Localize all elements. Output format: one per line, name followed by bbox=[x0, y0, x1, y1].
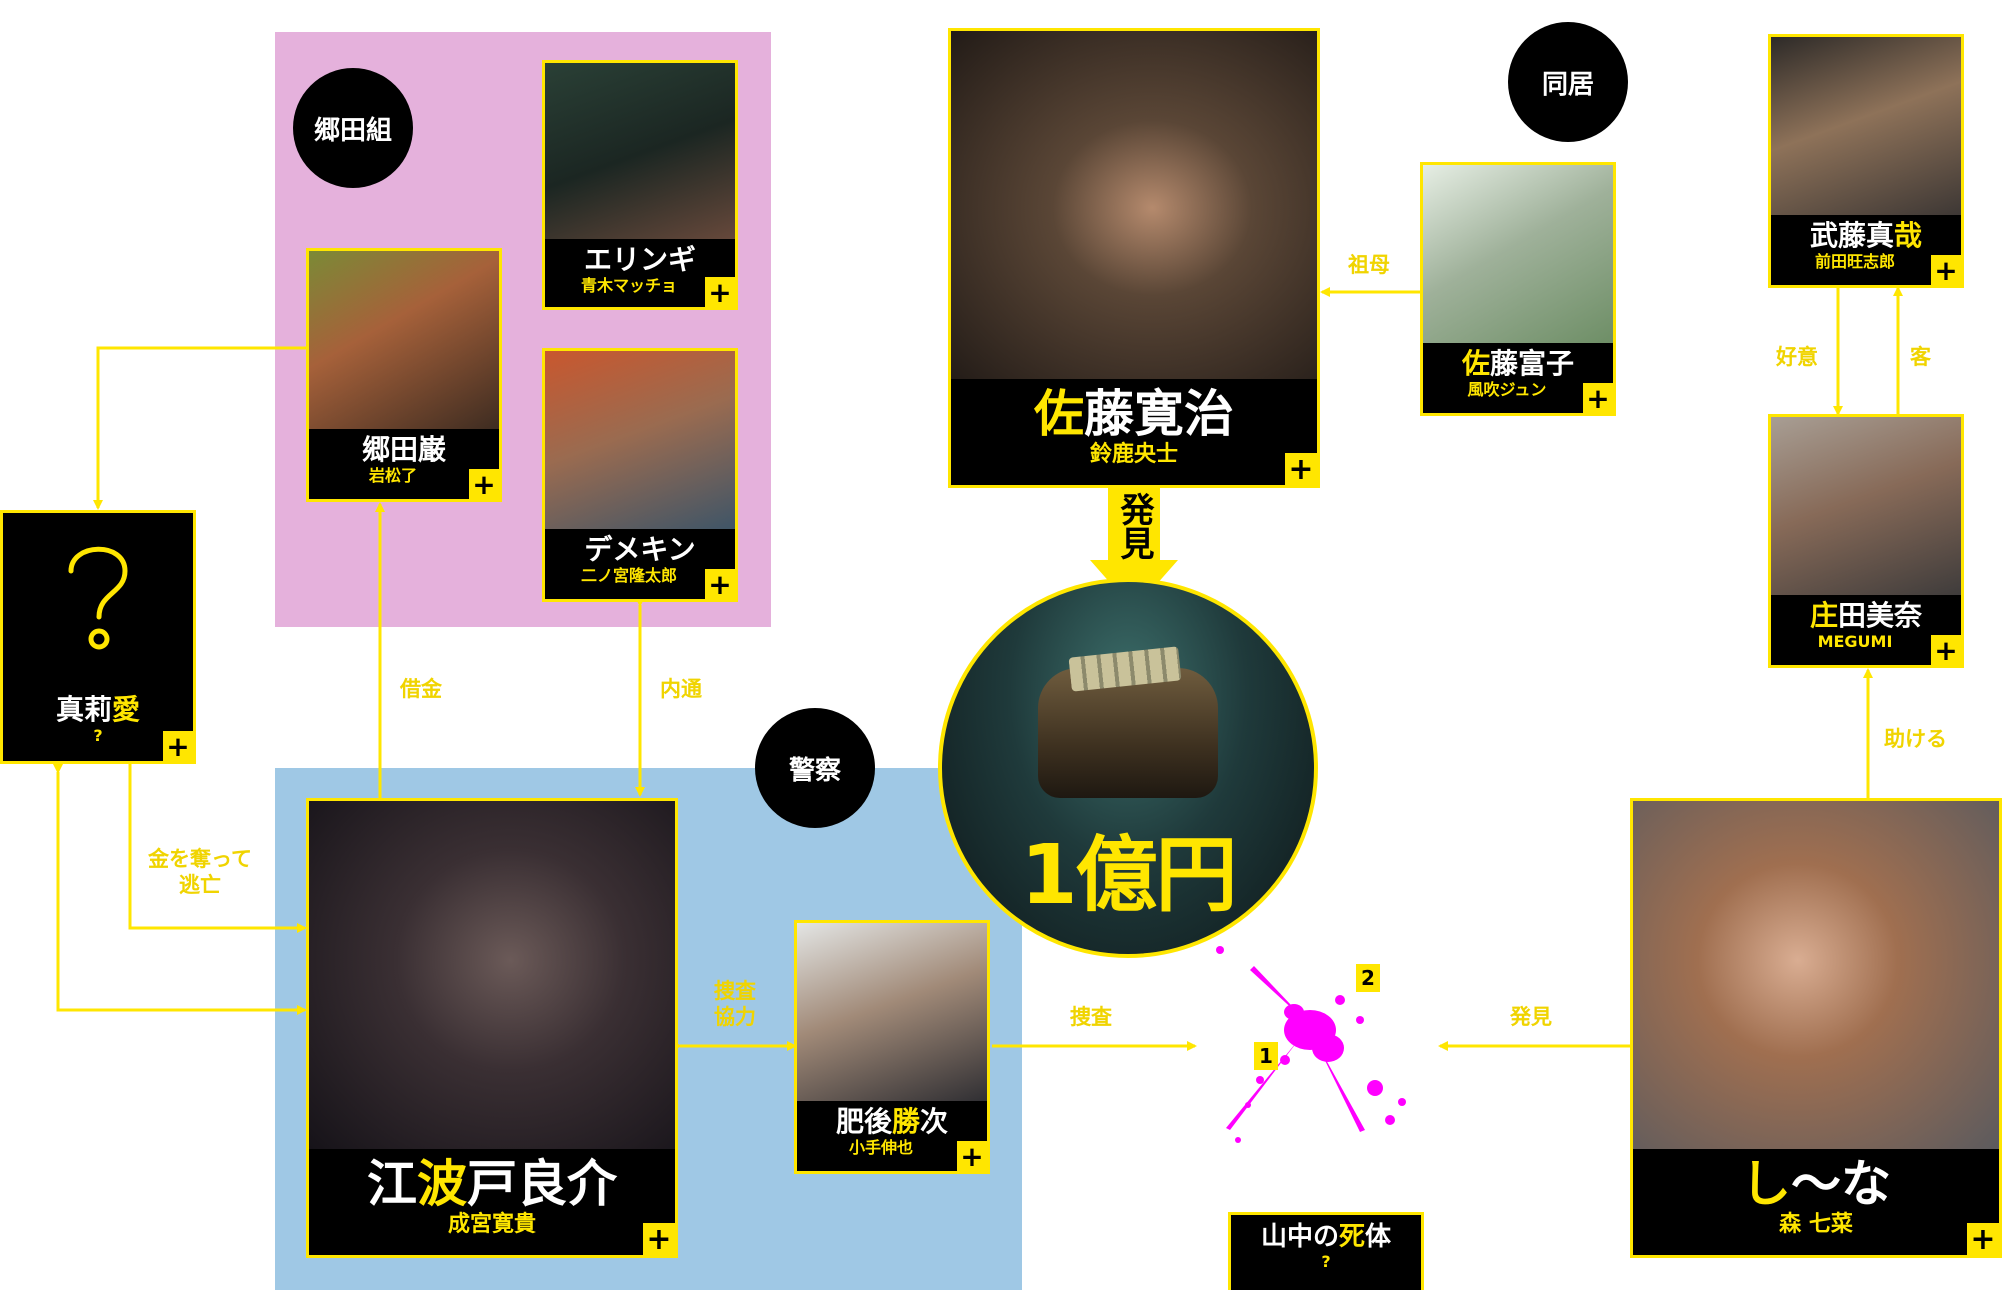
group-label-doukyo: 同居 bbox=[1508, 22, 1628, 142]
character-name: 佐藤寛治 bbox=[1034, 385, 1234, 443]
portrait-tomiko bbox=[1423, 165, 1613, 349]
character-card-muto[interactable]: 武藤真哉 前田旺志郎 + bbox=[1768, 34, 1964, 288]
actor-name: ? bbox=[1321, 1251, 1331, 1271]
character-name: 肥後勝次 bbox=[835, 1105, 949, 1138]
character-name: デメキン bbox=[584, 533, 696, 566]
actor-name: 成宮寛貴 bbox=[447, 1212, 536, 1237]
relation-label-grandmother: 祖母 bbox=[1348, 253, 1390, 277]
relation-label-discovery: 発見 bbox=[1510, 1005, 1552, 1029]
character-card-shina[interactable]: し〜な 森 七菜 + bbox=[1630, 798, 2002, 1258]
expand-plus-button[interactable]: + bbox=[1931, 254, 1961, 285]
character-card-gouda[interactable]: 郷田巌 岩松了 + bbox=[306, 248, 502, 502]
portrait-gouda bbox=[309, 251, 499, 435]
relation-label-debt: 借金 bbox=[400, 677, 442, 701]
expand-plus-button[interactable]: + bbox=[163, 730, 193, 761]
question-mark-icon bbox=[3, 535, 193, 659]
portrait-shoda bbox=[1771, 417, 1961, 601]
actor-name: MEGUMI bbox=[1817, 631, 1893, 651]
character-card-tomiko[interactable]: 佐藤富子 風吹ジュン + bbox=[1420, 162, 1616, 416]
character-name: 庄田美奈 bbox=[1809, 599, 1923, 632]
actor-name: 小手伸也 bbox=[848, 1137, 913, 1157]
expand-plus-button[interactable]: + bbox=[957, 1140, 987, 1171]
character-card-higo[interactable]: 肥後勝次 小手伸也 + bbox=[794, 920, 990, 1174]
character-name: 郷田巌 bbox=[361, 433, 446, 466]
portrait-higo bbox=[797, 923, 987, 1107]
actor-name: 岩松了 bbox=[368, 465, 417, 485]
group-label-gouda: 郷田組 bbox=[293, 68, 413, 188]
blood-splatter-icon bbox=[1190, 930, 1450, 1180]
character-card-shoda[interactable]: 庄田美奈 MEGUMI + bbox=[1768, 414, 1964, 668]
character-card-marie[interactable]: 真莉愛 ? + bbox=[0, 510, 196, 764]
character-card-sato[interactable]: 佐藤寛治 鈴鹿央士 + bbox=[948, 28, 1320, 488]
actor-name: ? bbox=[93, 725, 103, 745]
character-name: し〜な bbox=[1741, 1155, 1891, 1213]
character-name: エリンギ bbox=[583, 243, 696, 276]
character-name: 佐藤富子 bbox=[1461, 347, 1575, 380]
actor-name: 森 七菜 bbox=[1779, 1212, 1853, 1237]
character-name: 真莉愛 bbox=[55, 693, 141, 726]
relation-label-collusion: 内通 bbox=[660, 677, 702, 701]
expand-plus-button[interactable]: + bbox=[1931, 634, 1961, 665]
actor-name: 二ノ宮隆太郎 bbox=[580, 565, 677, 585]
character-name: 山中の死体 bbox=[1260, 1222, 1392, 1252]
character-name: 武藤真哉 bbox=[1809, 219, 1923, 252]
relation-label-cooperation: 捜査 協力 bbox=[714, 979, 756, 1030]
relation-label-affection: 好意 bbox=[1776, 345, 1818, 369]
portrait-eringi bbox=[545, 63, 735, 245]
portrait-muto bbox=[1771, 37, 1961, 221]
character-card-eringi[interactable]: エリンギ 青木マッチョ + bbox=[542, 60, 738, 310]
actor-name: 青木マッチョ bbox=[580, 275, 677, 295]
money-label: 1億円 bbox=[1020, 828, 1237, 923]
expand-plus-button[interactable]: + bbox=[1285, 452, 1317, 485]
relation-label-help: 助ける bbox=[1884, 727, 1947, 751]
character-card-demekin[interactable]: デメキン 二ノ宮隆太郎 + bbox=[542, 348, 738, 602]
marker-1[interactable]: 1 bbox=[1254, 1042, 1278, 1070]
character-name: 江波戸良介 bbox=[367, 1155, 617, 1213]
relation-label-investigation: 捜査 bbox=[1070, 1005, 1112, 1029]
money-bag-icon bbox=[1038, 668, 1218, 798]
portrait-ebato bbox=[309, 801, 675, 1155]
expand-plus-button[interactable]: + bbox=[1583, 382, 1613, 413]
expand-plus-button[interactable]: + bbox=[705, 568, 735, 599]
actor-name: 前田旺志郎 bbox=[1814, 251, 1895, 271]
portrait-sato bbox=[951, 31, 1317, 385]
expand-plus-button[interactable]: + bbox=[469, 468, 499, 499]
expand-plus-button[interactable]: + bbox=[643, 1222, 675, 1255]
character-card-ebato[interactable]: 江波戸良介 成宮寛貴 + bbox=[306, 798, 678, 1258]
portrait-shina bbox=[1633, 801, 1999, 1155]
group-label-police: 警察 bbox=[755, 708, 875, 828]
relation-label-escape: 金を奪って 逃亡 bbox=[148, 847, 252, 898]
money-circle[interactable]: 1億円 bbox=[938, 578, 1318, 958]
actor-name: 風吹ジュン bbox=[1467, 379, 1547, 399]
discover-arrow-label: 発見 bbox=[1114, 492, 1154, 560]
portrait-demekin bbox=[545, 351, 735, 535]
marker-2[interactable]: 2 bbox=[1356, 964, 1380, 992]
relation-label-customer: 客 bbox=[1910, 345, 1931, 369]
character-card-body[interactable]: 山中の死体 ? bbox=[1228, 1212, 1424, 1290]
expand-plus-button[interactable]: + bbox=[705, 276, 735, 307]
expand-plus-button[interactable]: + bbox=[1967, 1222, 1999, 1255]
actor-name: 鈴鹿央士 bbox=[1089, 442, 1178, 467]
